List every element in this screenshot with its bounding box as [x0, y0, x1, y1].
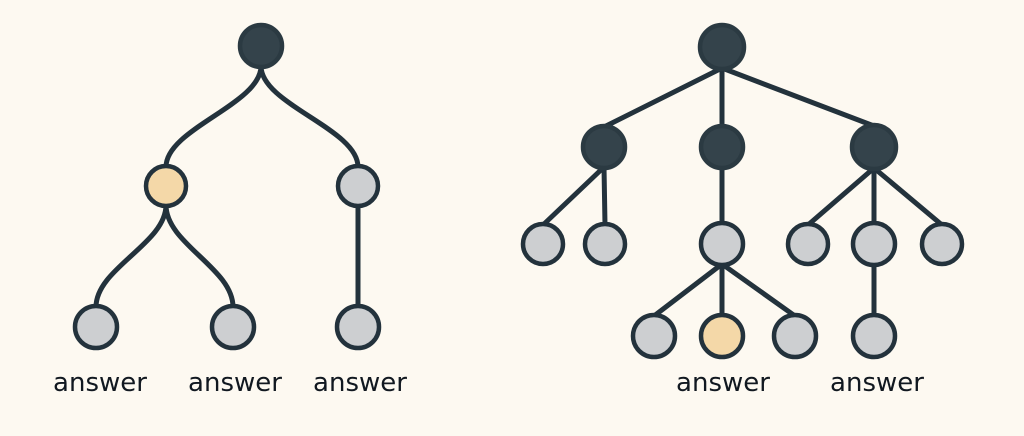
answer-label: answer [830, 368, 924, 398]
answer-label: answer [53, 368, 147, 398]
left-tree-label-layer: answer answer answer [53, 368, 407, 398]
answer-label: answer [313, 368, 407, 398]
tree-edge [163, 202, 236, 310]
tree-edge [540, 164, 607, 228]
right-tree-node-layer [520, 22, 965, 360]
tree-edge [601, 164, 608, 228]
tree-of-thought-tree-right: answer answer [520, 22, 965, 398]
left-tree-edge-layer [93, 63, 361, 310]
tree-node-gray[interactable] [334, 303, 382, 351]
tree-edge [805, 165, 877, 228]
tree-node-gray[interactable] [209, 303, 257, 351]
chain-of-thought-tree-left: answer answer answer [53, 22, 407, 398]
tree-node-gray[interactable] [630, 312, 678, 360]
tree-node-gray[interactable] [785, 221, 831, 267]
tree-edge [871, 165, 945, 228]
tree-node-gray[interactable] [698, 220, 746, 268]
right-tree-edge-layer [540, 65, 945, 319]
tree-node-highlight[interactable] [698, 312, 746, 360]
tree-edge [163, 63, 264, 170]
tree-node-highlight[interactable] [143, 163, 189, 209]
answer-label: answer [188, 368, 282, 398]
right-tree-label-layer: answer answer [676, 368, 924, 398]
tree-edge [719, 261, 798, 319]
tree-node-gray[interactable] [850, 312, 898, 360]
tree-edge [258, 63, 361, 170]
tree-edge [651, 261, 725, 319]
tree-node-dark[interactable] [237, 22, 285, 70]
tree-node-gray[interactable] [919, 221, 965, 267]
tree-node-gray[interactable] [850, 220, 898, 268]
tree-edge [719, 65, 877, 129]
tree-edge [601, 65, 725, 130]
tree-node-gray[interactable] [72, 303, 120, 351]
tree-node-gray[interactable] [520, 221, 566, 267]
tree-edge [93, 202, 169, 310]
tree-node-dark[interactable] [698, 123, 746, 171]
tree-node-dark[interactable] [697, 22, 747, 72]
tree-node-gray[interactable] [335, 163, 381, 209]
left-tree-node-layer [72, 22, 382, 351]
tree-node-gray[interactable] [771, 312, 819, 360]
tree-node-dark[interactable] [580, 123, 628, 171]
tree-node-dark[interactable] [849, 122, 899, 172]
answer-label: answer [676, 368, 770, 398]
tree-node-gray[interactable] [582, 221, 628, 267]
